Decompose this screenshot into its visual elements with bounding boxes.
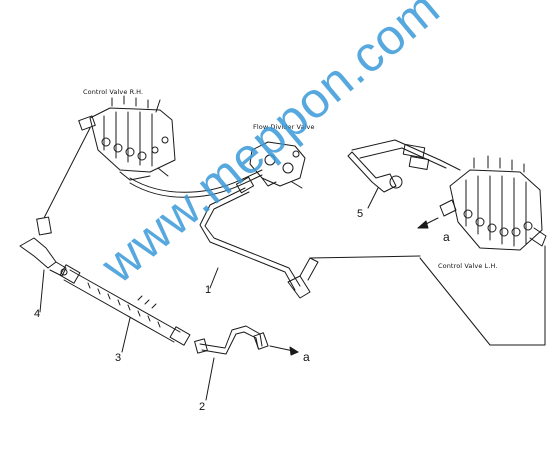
hose-3 xyxy=(59,264,191,346)
leader-1 xyxy=(209,267,219,289)
arrow-a-top-head xyxy=(417,220,429,229)
control-valve-lh xyxy=(439,155,547,251)
label-control-valve-lh: Control Valve L.H. xyxy=(438,262,498,270)
leader-2 xyxy=(205,357,215,401)
flow-divider-valve xyxy=(249,141,306,189)
arrow-a-bottom-head xyxy=(289,346,299,356)
fitting-5 xyxy=(347,139,461,193)
label-control-valve-rh: Control Valve R.H. xyxy=(83,88,144,96)
leader-3 xyxy=(121,317,131,353)
label-flow-divider-valve: Flow Divider Valve xyxy=(253,123,315,131)
callout-a-top: a xyxy=(443,230,450,244)
tube-2 xyxy=(194,325,269,355)
tube-lh-return xyxy=(419,245,546,346)
callout-1: 1 xyxy=(205,284,212,296)
tube-rh-to-divider xyxy=(129,169,263,193)
callout-5: 5 xyxy=(357,208,364,220)
callout-2: 2 xyxy=(199,401,206,413)
leader-5 xyxy=(367,187,379,209)
control-valve-rh xyxy=(78,95,176,181)
fitting-4 xyxy=(19,127,91,277)
leader-4 xyxy=(39,269,45,313)
callout-3: 3 xyxy=(115,352,122,364)
tube-1 xyxy=(199,176,421,299)
callout-a-bottom: a xyxy=(303,350,310,364)
callout-4: 4 xyxy=(34,308,41,320)
